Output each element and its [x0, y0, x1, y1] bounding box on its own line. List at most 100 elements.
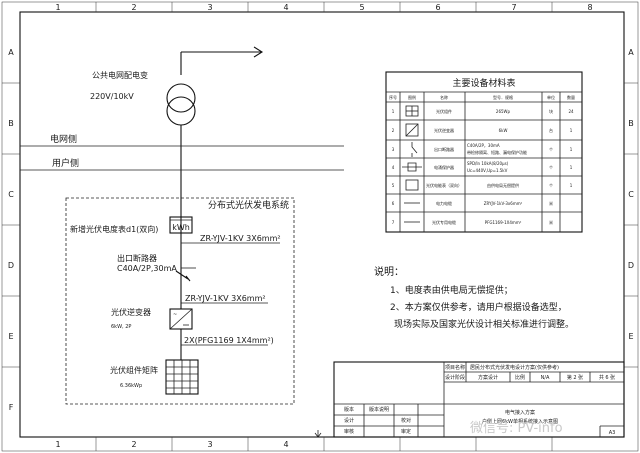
table-row: 1	[570, 183, 573, 188]
grid-side-label: 电网侧	[50, 133, 77, 145]
table-row: 出口断路器	[434, 146, 454, 152]
table-row: 6kW	[499, 128, 508, 133]
table-row: 1	[570, 165, 573, 170]
table-row: 电涌保护器	[434, 164, 454, 170]
pv-system-box	[65, 197, 295, 405]
row-label: C	[8, 190, 14, 199]
cable-spec-1: ZR-YJV-1KV 3X6mm²	[200, 234, 281, 243]
breaker-name: 出口断路器	[117, 253, 157, 263]
table-row: ZRYJV-1kV-3x6mm²	[484, 201, 523, 206]
row-label: B	[628, 119, 634, 128]
table-row: 带检修隔离、短路、漏电保护功能	[467, 149, 527, 155]
surge-protector-icon	[402, 162, 422, 172]
transformer-icon	[166, 83, 196, 113]
table-row: SPD/In 10kA(8/20μs)	[467, 161, 509, 166]
inverter-icon	[405, 123, 419, 137]
table-row: 3	[392, 147, 395, 152]
row-label: E	[628, 332, 633, 341]
stage-value: 方案设计	[478, 374, 498, 381]
materials-header-name: 名称	[440, 94, 448, 100]
inverter-spec: 6kW, 2P	[111, 324, 131, 330]
drawing-subtitle: 户侧上网6kW单相系统接入示意图	[482, 418, 558, 425]
col-label: 2	[131, 440, 136, 449]
col-label: 1	[55, 440, 60, 449]
row-label: F	[9, 403, 14, 412]
title-block: 项目名称 居民分布式光伏发电设计方案(仅供参考) 设计阶段 方案设计 比例 N/…	[314, 361, 625, 438]
sheet-total: 共 6 张	[599, 374, 615, 381]
table-row: 1	[392, 109, 395, 114]
arrow-icon	[253, 46, 264, 58]
materials-header-spec: 型号．规格	[493, 94, 513, 100]
materials-header-unit: 单位	[547, 94, 555, 100]
col-label: 2	[131, 3, 136, 12]
version-desc-label: 版本说明	[369, 406, 389, 413]
table-row: 光伏逆变器	[434, 127, 454, 133]
breaker-icon	[175, 270, 191, 282]
notes: 说明： 1、电度表由供电局无偿提供； 2、本方案仅供参考，请用户根据设备选型， …	[374, 265, 574, 330]
drawing-title: 电气接入方案	[505, 409, 535, 416]
table-row: 个	[549, 165, 553, 170]
table-row: 由供电局无偿提供	[487, 182, 519, 188]
reviewer-label: 校对	[401, 417, 411, 424]
project-name: 居民分布式光伏发电设计方案(仅供参考)	[470, 364, 559, 371]
col-label: 1	[55, 3, 60, 12]
row-ruler: A B C D E F A B C D E	[2, 48, 638, 412]
breaker-spec: C40A/2P,30mA	[117, 264, 177, 273]
col-label: 3	[207, 3, 212, 12]
grid-public-label: 公共电网配电变	[92, 70, 148, 80]
breaker-icon	[411, 142, 418, 157]
pv-panel-icon	[405, 105, 419, 117]
table-row: 台	[549, 127, 553, 133]
pv-system-title: 分布式光伏发电系统	[208, 199, 289, 211]
col-label: 8	[587, 3, 592, 12]
col-label: 6	[435, 3, 440, 12]
scale-value: N/A	[541, 375, 550, 381]
table-row: PFG1169-1X4mm²	[485, 220, 522, 225]
row-label: D	[628, 261, 634, 270]
project-label: 项目名称	[445, 364, 465, 371]
inner-frame	[19, 11, 625, 438]
table-row: 电力电缆	[436, 200, 452, 206]
arrow-icon	[314, 430, 322, 438]
row-label: C	[628, 190, 634, 199]
row-label: B	[8, 119, 14, 128]
row-label: E	[8, 332, 13, 341]
table-row: Uc=440V,Up=1.5kV	[467, 168, 508, 173]
table-row: 24	[568, 109, 574, 114]
table-row: 4	[392, 165, 395, 170]
pv-array-spec: 6.36kWp	[120, 383, 142, 389]
table-row: 7	[392, 220, 395, 225]
inverter-name: 光伏逆变器	[111, 307, 151, 317]
meter-icon	[405, 179, 419, 191]
column-ruler: 1 2 3 4 5 6 7 8 1 2 3 4	[55, 2, 593, 451]
meter-label: 新增光伏电度表d1(双向)	[70, 224, 158, 234]
stage-label: 设计阶段	[445, 374, 465, 381]
notes-line: 2、本方案仅供参考，请用户根据设备选型，	[390, 301, 567, 313]
materials-title: 主要设备材料表	[452, 77, 515, 89]
materials-header-qty: 数量	[567, 94, 575, 100]
row-label: D	[8, 261, 14, 270]
materials-header-legend: 图例	[408, 94, 416, 100]
pv-array-name: 光伏组件矩阵	[110, 365, 158, 375]
pv-panel-icon	[165, 359, 199, 395]
col-label: 4	[283, 3, 288, 12]
table-row: 块	[549, 108, 553, 114]
cable-spec-2: ZR-YJV-1KV 3X6mm²	[185, 294, 266, 303]
materials-table: 主要设备材料表 序号 图例 名称 型号．规格 单位 数量 1 光伏组件 265W…	[385, 71, 583, 233]
table-row: 个	[549, 147, 553, 152]
table-row: 米	[549, 219, 553, 225]
row-label: A	[8, 48, 14, 57]
meter-unit: kWh	[172, 223, 190, 232]
table-row: 个	[549, 183, 553, 188]
scale-label: 比例	[515, 374, 525, 381]
row-label: A	[628, 48, 634, 57]
designer-label: 设计	[344, 417, 354, 424]
table-row: 光伏电能表（双向）	[426, 182, 462, 188]
col-label: 4	[283, 440, 288, 449]
grid-voltage: 220V/10kV	[90, 92, 134, 101]
cable-spec-3: 2X(PFG1169 1X4mm²)	[184, 336, 274, 345]
approver-label: 审核	[344, 428, 354, 435]
checker-label: 审定	[401, 428, 411, 435]
